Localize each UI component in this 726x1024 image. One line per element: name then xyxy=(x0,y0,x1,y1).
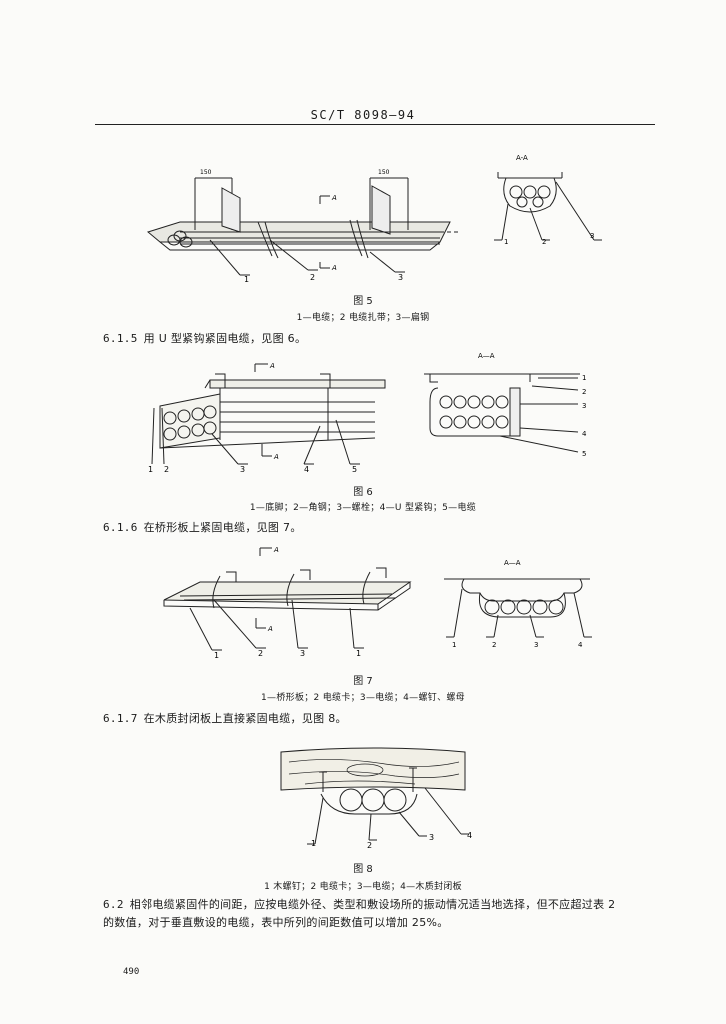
callout-3: 3 xyxy=(429,833,434,842)
clause-number: 6.2 xyxy=(103,898,124,911)
section-title: A-A xyxy=(516,154,528,162)
clause-6-2-line-1: 6.2 相邻电缆紧固件的间距，应按电缆外径、类型和敷设场所的振动情况适当地选择，但… xyxy=(103,896,663,914)
callout-4: 4 xyxy=(467,831,472,840)
figure-8-caption: 图 8 xyxy=(353,864,373,875)
section-callout-2: 2 xyxy=(492,641,496,649)
clause-text: 在木质封闭板上直接紧固电缆，见图 8。 xyxy=(143,712,347,725)
header-rule xyxy=(95,124,655,125)
clause-number: 6.1.7 xyxy=(103,712,138,725)
section-mark-top: A xyxy=(331,194,337,202)
callout-1: 1 xyxy=(244,275,249,284)
dimension-150-right: 150 xyxy=(378,169,390,176)
clause-text: 用 U 型紧钩紧固电缆，见图 6。 xyxy=(143,332,307,345)
figure-7-section-view: A—A 1 2 3 4 xyxy=(444,559,592,649)
figure-5-caption: 图 5 xyxy=(353,296,373,307)
clause-6-2: 6.2 相邻电缆紧固件的间距，应按电缆外径、类型和敷设场所的振动情况适当地选择，但… xyxy=(103,896,663,932)
figure-6-legend: 1—底脚；2—角钢；3—螺栓；4—U 型紧钩；5—电缆 xyxy=(249,503,477,513)
clause-text-2: 的数值，对于垂直敷设的电缆，表中所列的间距数值可以增加 25%。 xyxy=(103,916,449,929)
callout-2: 2 xyxy=(164,465,169,474)
section-callout-5: 5 xyxy=(582,450,586,458)
clause-6-1-7: 6.1.7 在木质封闭板上直接紧固电缆，见图 8。 xyxy=(103,710,347,726)
callout-3: 3 xyxy=(398,273,403,282)
section-callout-1: 1 xyxy=(582,374,586,382)
page-number: 490 xyxy=(123,967,140,977)
section-mark-bottom: A xyxy=(331,264,337,272)
section-callout-1: 1 xyxy=(504,238,508,246)
section-title: A—A xyxy=(478,352,495,360)
figure-5-section-view: A-A 1 2 3 xyxy=(494,154,602,246)
callout-2: 2 xyxy=(367,841,372,850)
figure-6-caption: 图 6 xyxy=(353,487,373,498)
clause-text-1: 相邻电缆紧固件的间距，应按电缆外径、类型和敷设场所的振动情况适当地选择，但不应超… xyxy=(129,898,616,911)
callout-1: 1 xyxy=(311,839,316,848)
section-callout-3: 3 xyxy=(582,402,586,410)
figure-6-section-view: A—A 1 2 3 4 5 xyxy=(424,352,587,458)
section-title: A—A xyxy=(504,559,521,567)
document-code-header: SC/T 8098—94 xyxy=(310,108,416,122)
section-mark-bottom: A xyxy=(273,453,279,461)
figure-8-drawing: 1 2 3 4 xyxy=(280,747,472,850)
figure-5-legend: 1—电缆；2 电缆扎带；3—扁钢 xyxy=(296,313,430,323)
callout-3: 3 xyxy=(240,465,245,474)
section-mark-top: A xyxy=(273,546,279,554)
clause-6-1-5: 6.1.5 用 U 型紧钩紧固电缆，见图 6。 xyxy=(103,330,306,346)
figure-8-legend: 1 木螺钉；2 电缆卡；3—电缆；4—木质封闭板 xyxy=(264,882,462,892)
callout-3: 3 xyxy=(300,649,305,658)
figure-6-perspective-drawing: A A 1 2 3 4 5 xyxy=(148,362,386,474)
section-callout-1: 1 xyxy=(452,641,456,649)
section-mark-bottom: A xyxy=(267,625,273,633)
callout-1: 1 xyxy=(148,465,153,474)
callout-4: 4 xyxy=(304,465,309,474)
figure-7-perspective-drawing: A A 1 2 3 1 xyxy=(163,546,412,660)
callout-1-right: 1 xyxy=(356,649,361,658)
section-mark-top: A xyxy=(269,362,275,370)
callout-5: 5 xyxy=(352,465,357,474)
callout-2: 2 xyxy=(310,273,315,282)
section-callout-2: 2 xyxy=(582,388,586,396)
callout-2: 2 xyxy=(258,649,263,658)
dimension-150-left: 150 xyxy=(200,169,212,176)
figure-5-perspective-drawing: 150 150 A A 1 2 3 xyxy=(146,169,460,284)
section-callout-3: 3 xyxy=(590,232,594,240)
callout-1: 1 xyxy=(214,651,219,660)
clause-6-1-6: 6.1.6 在桥形板上紧固电缆，见图 7。 xyxy=(103,519,302,535)
clause-number: 6.1.6 xyxy=(103,521,138,534)
section-callout-4: 4 xyxy=(582,430,587,438)
clause-number: 6.1.5 xyxy=(103,332,138,345)
figure-7-caption: 图 7 xyxy=(353,676,373,687)
clause-text: 在桥形板上紧固电缆，见图 7。 xyxy=(143,521,302,534)
section-callout-2: 2 xyxy=(542,238,546,246)
section-callout-4: 4 xyxy=(578,641,583,649)
section-callout-3: 3 xyxy=(534,641,538,649)
figure-7-legend: 1—桥形板；2 电缆卡；3—电缆；4—螺钉、螺母 xyxy=(261,693,465,703)
